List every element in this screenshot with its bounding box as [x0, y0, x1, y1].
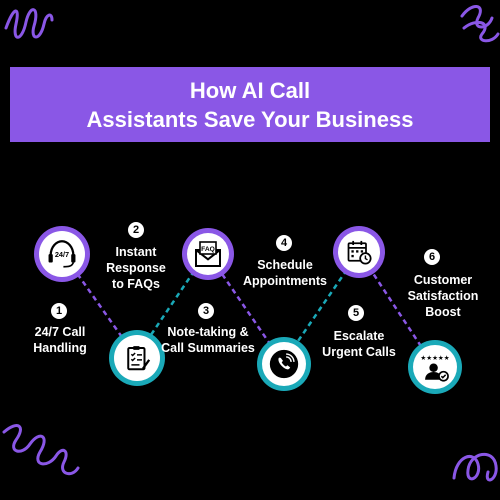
- title-line-2: Assistants Save Your Business: [86, 106, 414, 132]
- step-5-label-line-1: Escalate: [333, 329, 385, 343]
- step-6-label-line-3: Boost: [425, 305, 461, 319]
- customer-rating-icon: ★★★★★: [420, 354, 450, 382]
- step-2-number: 2: [128, 222, 144, 238]
- step-3-label-line-1: Note-taking &: [167, 325, 249, 339]
- headset-24-7-icon: 24/7: [48, 240, 76, 268]
- step-1-number: 1: [51, 303, 67, 319]
- step-4-node: [257, 337, 311, 391]
- squiggle-decoration-top-right: [460, 5, 500, 43]
- step-4-number: 4: [276, 235, 292, 251]
- step-6-label-line-1: Customer: [413, 273, 473, 287]
- step-2-label: Instant Response to FAQs: [98, 244, 174, 292]
- step-1-label-line-2: Handling: [33, 341, 87, 355]
- squiggle-decoration-top-left: [4, 8, 54, 39]
- step-2-label-line-3: to FAQs: [112, 277, 160, 291]
- step-5-node: [333, 226, 385, 278]
- step-3-label: Note-taking & Call Summaries: [160, 324, 256, 356]
- step-1-label-line-1: 24/7 Call: [34, 325, 86, 339]
- step-5-node-inner: [338, 231, 380, 273]
- clipboard-checklist-icon: [127, 346, 151, 371]
- step-1-node-inner: 24/7: [39, 231, 85, 277]
- calendar-clock-icon: [347, 240, 372, 265]
- step-5-label: Escalate Urgent Calls: [320, 328, 398, 360]
- step-5-number: 5: [348, 305, 364, 321]
- step-4-label: Schedule Appointments: [242, 257, 328, 289]
- step-6-label-line-2: Satisfaction: [407, 289, 479, 303]
- step-2-node: [109, 330, 165, 386]
- step-4-node-inner: [262, 342, 306, 386]
- step-3-node: FAQ: [182, 228, 234, 280]
- title-line-1: How AI Call: [189, 77, 311, 103]
- faq-icon-text: FAQ: [201, 246, 215, 253]
- svg-text:★★★★★: ★★★★★: [420, 354, 449, 362]
- faq-envelope-icon: FAQ: [195, 241, 221, 267]
- phone-call-icon: [269, 349, 299, 379]
- step-6-node-inner: ★★★★★: [413, 345, 457, 389]
- step-1-node: 24/7: [34, 226, 90, 282]
- step-1-label: 24/7 Call Handling: [28, 324, 92, 356]
- step-2-label-line-2: Response: [106, 261, 166, 275]
- step-6-label: Customer Satisfaction Boost: [402, 272, 484, 320]
- step-3-label-line-2: Call Summaries: [161, 341, 255, 355]
- step-2-node-inner: [114, 335, 160, 381]
- step-3-node-inner: FAQ: [187, 233, 229, 275]
- step-3-number: 3: [198, 303, 214, 319]
- step-4-label-line-1: Schedule: [257, 258, 313, 272]
- step-4-label-line-2: Appointments: [242, 274, 328, 288]
- step-6-number: 6: [424, 249, 440, 265]
- step-6-node: ★★★★★: [408, 340, 462, 394]
- step-5-label-line-2: Urgent Calls: [322, 345, 396, 359]
- step-2-label-line-1: Instant: [115, 245, 157, 259]
- squiggle-decoration-bottom-left: [2, 424, 80, 476]
- title-banner: How AI Call Assistants Save Your Busines…: [10, 67, 490, 142]
- headset-icon-text: 24/7: [55, 250, 69, 259]
- squiggle-decoration-bottom-right: [452, 453, 498, 482]
